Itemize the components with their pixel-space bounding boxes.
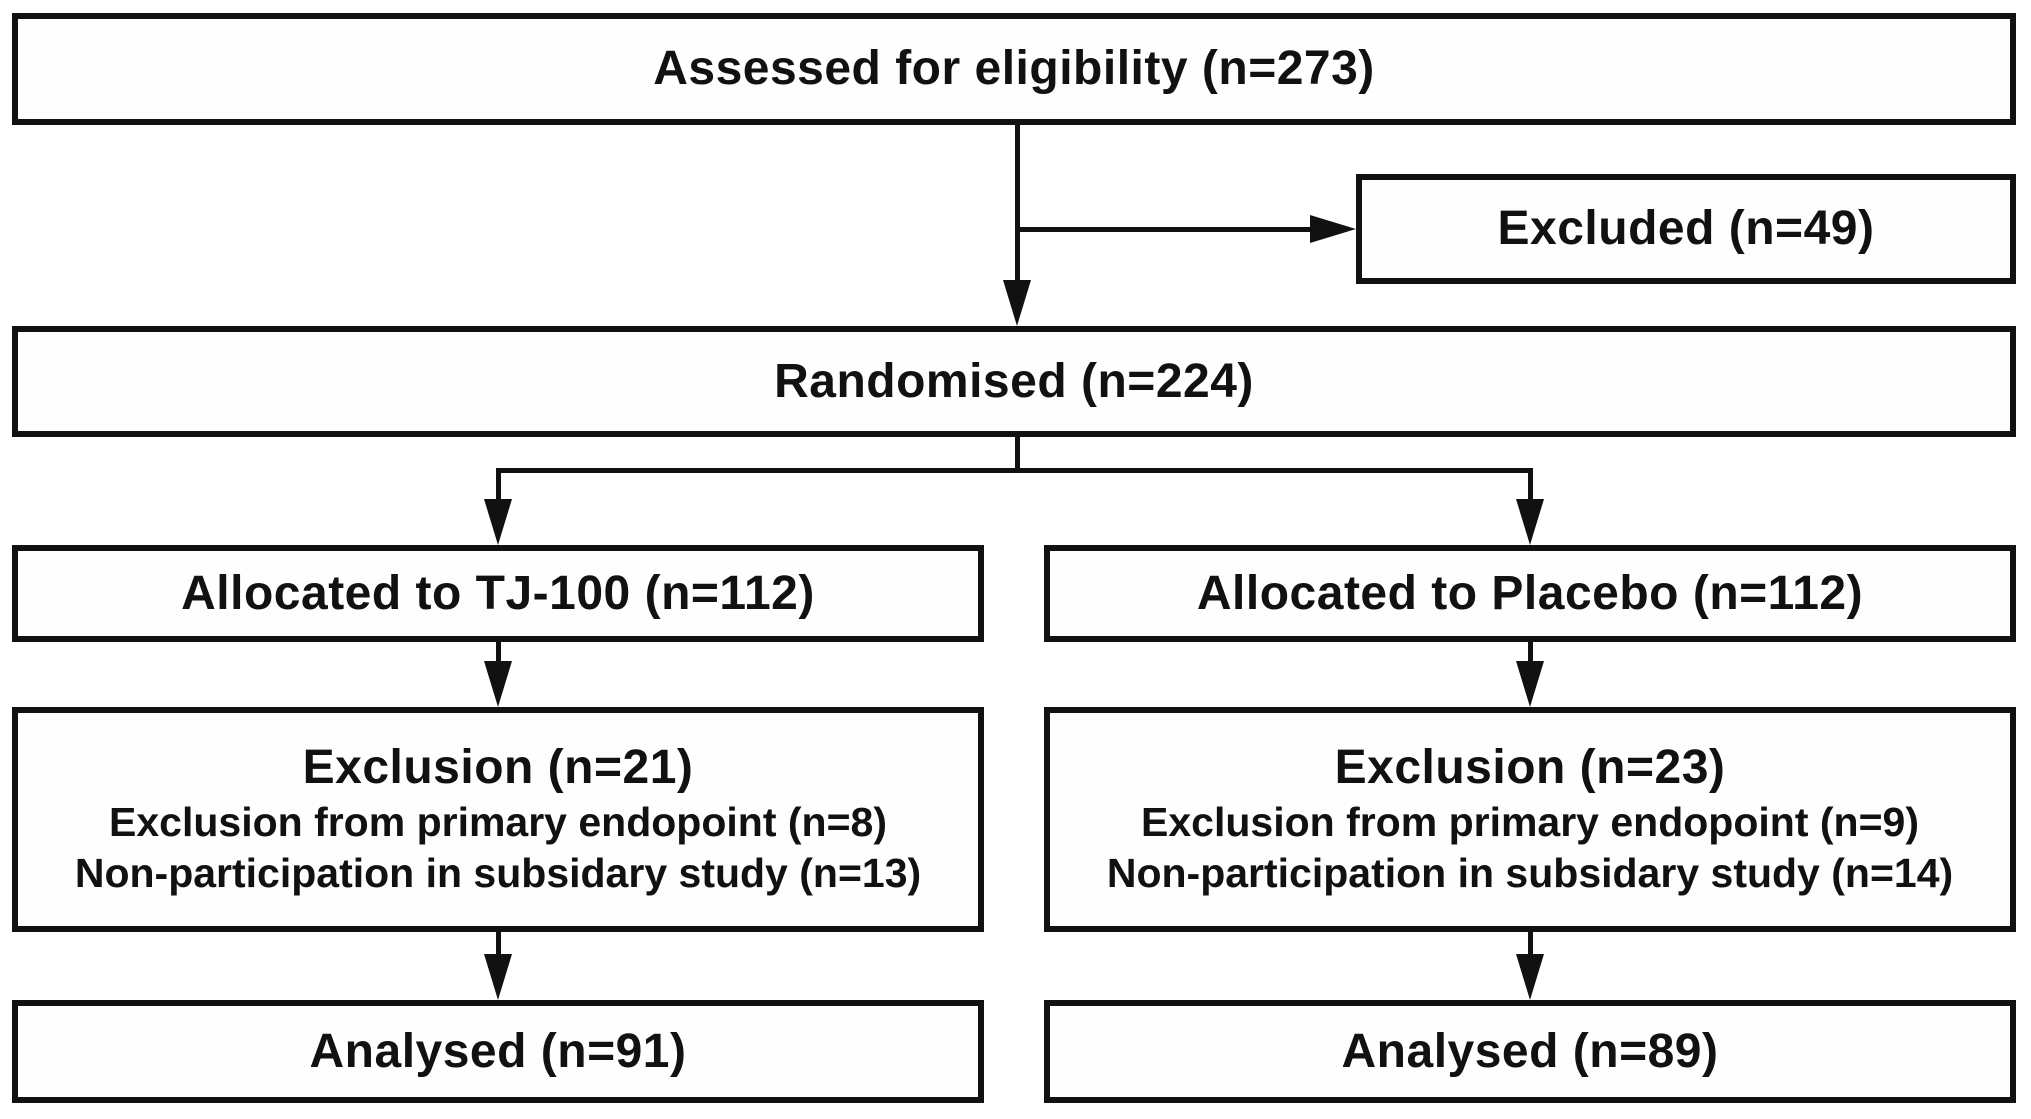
connector-allocated-to-exclusion-right	[1528, 642, 1533, 661]
arrow-head-down-allocated-tj100	[484, 499, 512, 545]
arrow-head-right-excluded	[1310, 215, 1356, 243]
connector-split-right-drop	[1528, 468, 1533, 500]
arrow-head-down-exclusion-tj100	[484, 661, 512, 707]
analysed-placebo-label: Analysed (n=89)	[1341, 1024, 1719, 1078]
connector-exclusion-to-analysed-left	[496, 932, 501, 954]
allocated-placebo-label: Allocated to Placebo (n=112)	[1196, 566, 1864, 620]
exclusion-placebo-label: Exclusion (n=23)	[1334, 741, 1726, 795]
flow-box-exclusion-placebo: Exclusion (n=23) Exclusion from primary …	[1044, 707, 2016, 932]
arrow-head-down-analysed-tj100	[484, 954, 512, 1000]
arrow-head-down-allocated-placebo	[1516, 499, 1544, 545]
exclusion-tj100-line-1: Exclusion from primary endopoint (n=8)	[109, 798, 887, 845]
allocated-tj100-label: Allocated to TJ-100 (n=112)	[181, 566, 815, 620]
exclusion-placebo-line-1: Exclusion from primary endopoint (n=9)	[1141, 798, 1919, 845]
flow-box-allocated-placebo: Allocated to Placebo (n=112)	[1044, 545, 2016, 642]
arrow-head-down-analysed-placebo	[1516, 954, 1544, 1000]
excluded-label: Excluded (n=49)	[1497, 202, 1875, 256]
arrow-head-down-exclusion-placebo	[1516, 661, 1544, 707]
randomised-label: Randomised (n=224)	[774, 354, 1254, 408]
flow-box-exclusion-tj100: Exclusion (n=21) Exclusion from primary …	[12, 707, 984, 932]
connector-exclusion-to-analysed-right	[1528, 932, 1533, 954]
flow-box-analysed-tj100: Analysed (n=91)	[12, 1000, 984, 1103]
exclusion-tj100-label: Exclusion (n=21)	[302, 741, 694, 795]
connector-split-left-drop	[496, 468, 501, 500]
connector-branch-to-excluded	[1015, 227, 1311, 232]
flow-box-excluded: Excluded (n=49)	[1356, 174, 2016, 284]
assessed-label: Assessed for eligibility (n=273)	[653, 42, 1375, 96]
exclusion-placebo-line-2: Non-participation in subsidary study (n=…	[1106, 850, 1954, 897]
connector-allocation-split	[496, 468, 1533, 473]
flow-box-allocated-tj100: Allocated to TJ-100 (n=112)	[12, 545, 984, 642]
connector-randomised-stub	[1015, 437, 1020, 471]
flow-box-randomised: Randomised (n=224)	[12, 326, 2016, 437]
exclusion-tj100-line-2: Non-participation in subsidary study (n=…	[74, 850, 922, 897]
analysed-tj100-label: Analysed (n=91)	[309, 1024, 687, 1078]
arrow-head-down-randomised	[1003, 280, 1031, 326]
connector-allocated-to-exclusion-left	[496, 642, 501, 661]
flow-box-analysed-placebo: Analysed (n=89)	[1044, 1000, 2016, 1103]
connector-assessed-to-randomised	[1015, 125, 1020, 282]
flow-box-assessed: Assessed for eligibility (n=273)	[12, 13, 2016, 125]
